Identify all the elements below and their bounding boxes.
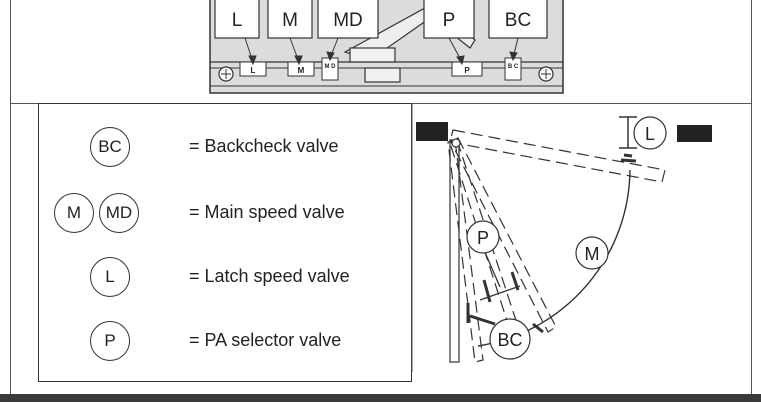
valve-label-bc: BC [505, 10, 531, 31]
valve-mark-bc: B C [508, 64, 519, 70]
legend-row-main-speed: M MD = Main speed valve [39, 193, 413, 233]
screw-left-icon [218, 66, 234, 82]
screw-right-icon [538, 66, 554, 82]
bottom-bar [0, 394, 761, 402]
figure-frame [10, 0, 752, 394]
legend-desc-main-speed: = Main speed valve [189, 202, 345, 222]
valve-label-l: L [232, 10, 243, 31]
closer-body-diagram: L M M D P B C L M MD P BC [209, 0, 564, 94]
legend-row-backcheck: BC = Backcheck valve [39, 127, 413, 167]
legend-desc-backcheck: = Backcheck valve [189, 136, 339, 156]
legend-desc-latch-speed: = Latch speed valve [189, 266, 350, 286]
legend-row-pa-selector: P = PA selector valve [39, 321, 413, 361]
legend-box: BC = Backcheck valve M MD = Main speed v… [38, 103, 412, 382]
valve-mark-md: M D [325, 64, 337, 70]
legend-row-latch-speed: L = Latch speed valve [39, 257, 413, 297]
valve-label-md: MD [333, 10, 363, 31]
legend-symbol-p: P [90, 321, 130, 361]
legend-symbol-m: M [54, 193, 94, 233]
valve-mark-l: L [251, 66, 256, 75]
valve-label-m: M [282, 10, 298, 31]
legend-symbol-bc: BC [90, 127, 130, 167]
valve-mark-p: P [464, 66, 470, 75]
valve-mark-m: M [298, 66, 305, 75]
valve-label-p: P [443, 10, 456, 31]
legend-symbol-l: L [90, 257, 130, 297]
legend-desc-pa-selector: = PA selector valve [189, 330, 342, 350]
legend-symbol-md: MD [99, 193, 139, 233]
